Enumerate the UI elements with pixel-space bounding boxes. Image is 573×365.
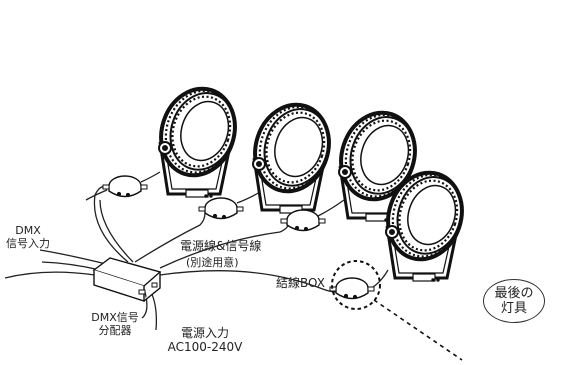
separately-prepared-label: (別途用意) xyxy=(186,256,239,269)
power-input-line-1: 電源入力 xyxy=(180,326,229,340)
dmx-input-line-1: DMX xyxy=(15,224,41,237)
fixture-2 xyxy=(242,93,342,216)
last-fixture-line-1: 最後の xyxy=(494,286,534,301)
junction-box-label: 結線BOX xyxy=(276,276,325,290)
power-input-label: 電源入力 AC100-240V xyxy=(150,326,260,354)
fixture-1 xyxy=(148,77,248,200)
power-signal-label: 電源線&信号線 xyxy=(180,239,262,253)
power-input-line-2: AC100-240V xyxy=(167,340,243,354)
junction-box-1 xyxy=(102,175,148,198)
junction-box-last xyxy=(329,277,375,300)
dmx-splitter-line-1: DMX信号 xyxy=(91,311,139,324)
dmx-input-label: DMX 信号入力 xyxy=(4,224,52,250)
dmx-splitter-label: DMX信号 分配器 xyxy=(86,311,144,337)
dmx-splitter-line-2: 分配器 xyxy=(98,324,132,337)
last-fixture-line-2: 灯具 xyxy=(500,301,527,316)
last-fixture-callout: 最後の 灯具 xyxy=(483,279,545,323)
highlight-circle xyxy=(331,260,381,310)
pointer-line xyxy=(373,299,463,361)
dmx-input-line-2: 信号入力 xyxy=(6,237,50,250)
dmx-splitter xyxy=(92,257,162,302)
junction-box-2 xyxy=(198,197,244,220)
